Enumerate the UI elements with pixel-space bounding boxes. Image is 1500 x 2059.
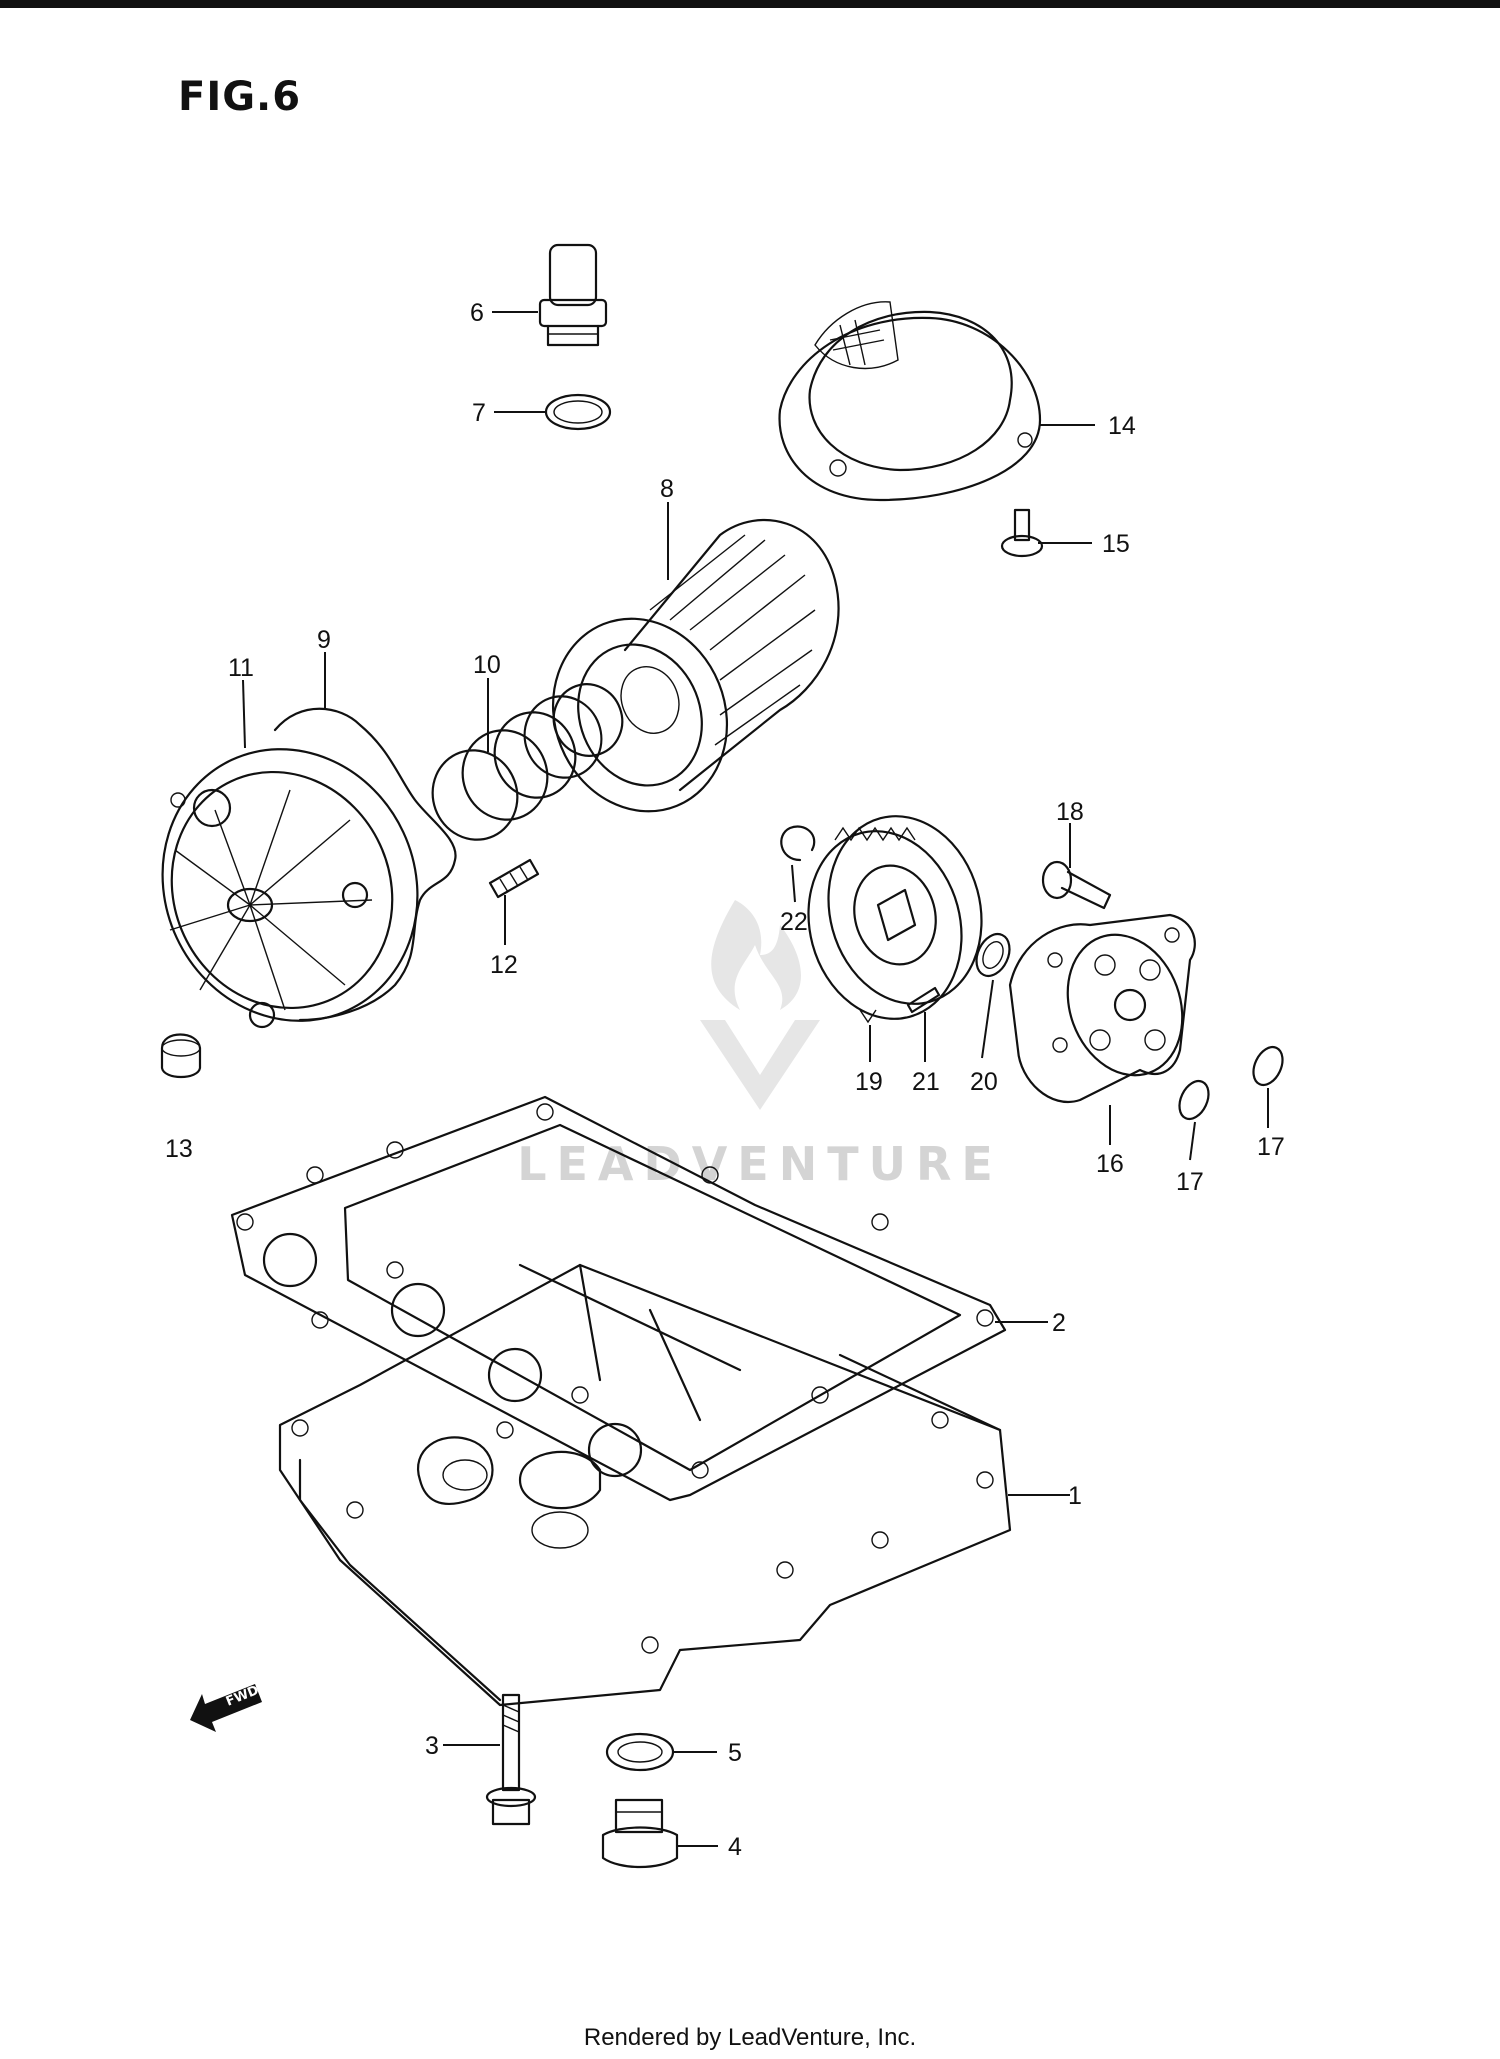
part-1-oil-pan <box>278 1263 1012 1707</box>
fwd-arrow-icon: FWD <box>190 1683 262 1732</box>
callout-22: 22 <box>780 908 808 936</box>
footer-credit: Rendered by LeadVenture, Inc. <box>583 2024 917 2051</box>
callout-8: 8 <box>660 475 674 503</box>
leader-lines <box>242 311 1269 1847</box>
callout-4: 4 <box>728 1833 742 1861</box>
part-19-gear <box>807 815 983 1024</box>
part-2-oil-pan-gasket <box>230 1095 1007 1502</box>
callout-19: 19 <box>855 1068 883 1096</box>
callout-6: 6 <box>470 299 484 327</box>
part-9-gasket <box>273 707 457 1022</box>
callout-12: 12 <box>490 951 518 979</box>
part-8-oil-filter <box>551 518 840 813</box>
part-21-pin <box>906 986 941 1014</box>
callout-5: 5 <box>728 1739 742 1767</box>
part-5-washer <box>605 1732 675 1772</box>
part-16-oil-pump <box>1008 913 1196 1103</box>
callout-2: 2 <box>1052 1309 1066 1337</box>
part-6-plug <box>538 243 608 347</box>
callout-13: 13 <box>165 1135 193 1163</box>
part-13-cap <box>160 1033 202 1079</box>
part-17-o-ring-a <box>1178 1079 1210 1121</box>
part-4-drain-plug <box>601 1798 679 1869</box>
callout-15: 15 <box>1102 530 1130 558</box>
part-15-bolt <box>1000 508 1044 558</box>
callout-18: 18 <box>1056 798 1084 826</box>
figure-title: FIG.6 <box>178 74 302 120</box>
part-20-washer <box>975 932 1011 978</box>
callout-3: 3 <box>425 1732 439 1760</box>
callout-7: 7 <box>472 399 486 427</box>
callout-20: 20 <box>970 1068 998 1096</box>
callout-1: 1 <box>1068 1482 1082 1510</box>
watermark-text: LEADVENTURE <box>517 1137 1003 1191</box>
callout-10-label-11: 11 <box>228 654 254 682</box>
part-11-filter-cap <box>161 748 419 1029</box>
part-14-cover <box>778 301 1042 502</box>
callout-16: 16 <box>1096 1150 1124 1178</box>
part-3-bolt <box>485 1693 537 1826</box>
part-17-o-ring-b <box>1252 1045 1284 1087</box>
part-22-circlip <box>780 825 816 862</box>
callout-10: 10 <box>473 651 501 679</box>
callout-9: 9 <box>317 626 331 654</box>
callouts: 1 2 3 4 5 6 7 8 9 11 10 12 13 14 15 16 1… <box>165 299 1285 1861</box>
callout-14: 14 <box>1108 412 1136 440</box>
part-10-spring <box>431 683 624 841</box>
watermark: LEADVENTURE <box>517 900 1003 1191</box>
part-18-bolt <box>1041 860 1112 910</box>
part-7-washer <box>544 393 612 431</box>
callout-17-right: 17 <box>1257 1133 1285 1161</box>
callout-21: 21 <box>912 1068 940 1096</box>
part-12-stud <box>488 858 540 899</box>
top-border <box>0 0 1500 8</box>
callout-17-left: 17 <box>1176 1168 1204 1196</box>
